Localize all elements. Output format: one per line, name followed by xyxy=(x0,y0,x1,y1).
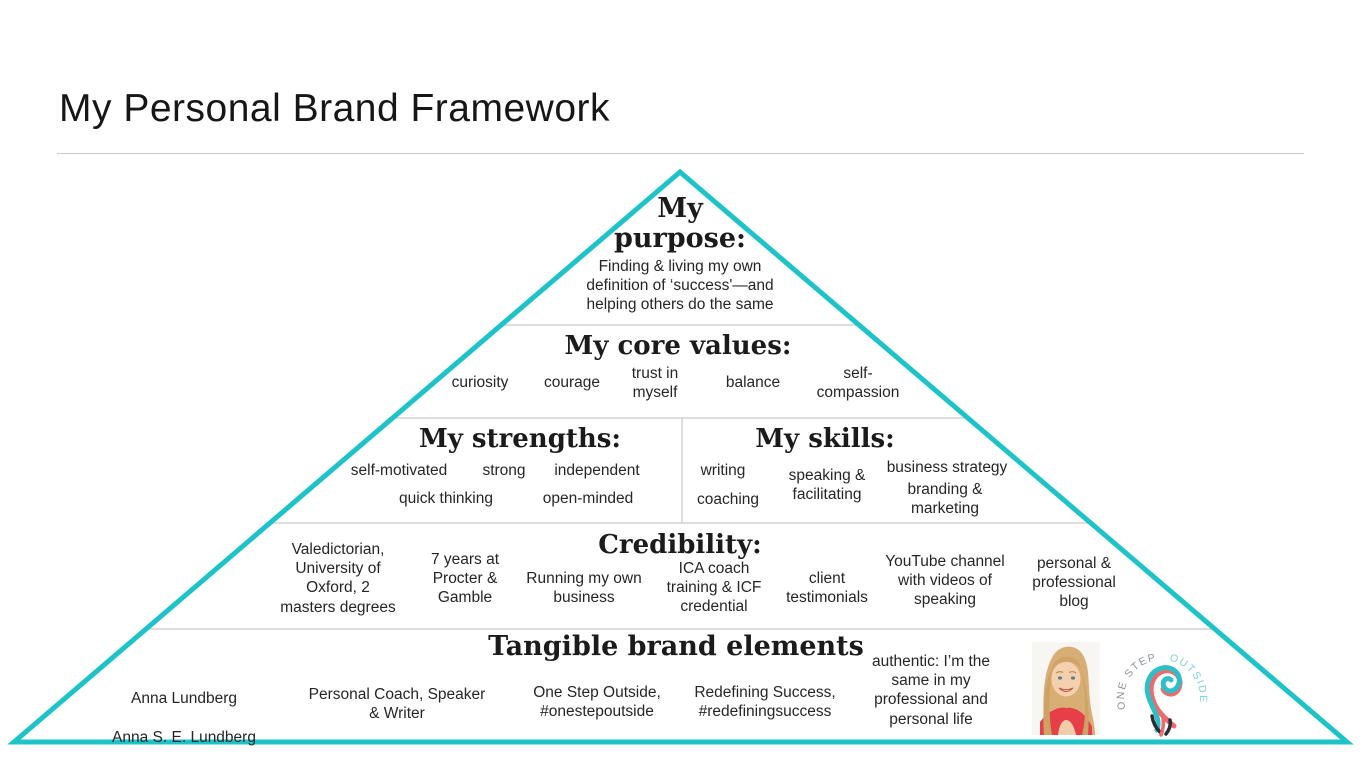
tangible-item: Redefining Success, #redefiningsuccess xyxy=(694,684,836,721)
credibility-item: ICA coach training & ICF credential xyxy=(666,560,762,616)
strength-item: independent xyxy=(554,462,640,479)
credibility-item: YouTube channel with videos of speaking xyxy=(885,553,1005,609)
core-value-item: curiosity xyxy=(451,374,509,391)
credibility-item: Running my own business xyxy=(526,570,642,607)
credibility-item: personal & professional blog xyxy=(1032,555,1116,611)
tangible-item: authentic: I’m the same in my profession… xyxy=(871,653,991,728)
core-value-item: balance xyxy=(725,374,781,391)
skill-item: writing xyxy=(700,462,746,479)
one-step-outside-logo: ONE STEP OUTSIDE xyxy=(1116,640,1208,740)
strengths-heading: My strengths: xyxy=(418,424,622,454)
page-title: My Personal Brand Framework xyxy=(59,87,611,130)
logo-text-bottom: OUTSIDE xyxy=(1168,652,1207,704)
strength-item: quick thinking xyxy=(399,490,493,507)
skills-heading: My skills: xyxy=(755,424,895,454)
core-value-item: courage xyxy=(543,374,601,391)
skill-item: coaching xyxy=(696,491,760,508)
brand-name-line1: Anna Lundberg xyxy=(130,690,238,708)
skill-item: speaking & facilitating xyxy=(788,467,866,504)
credibility-item: client testimonials xyxy=(786,570,868,607)
credibility-heading: Credibility: xyxy=(598,530,762,560)
strength-item: open-minded xyxy=(542,490,634,507)
svg-text:OUTSIDE: OUTSIDE xyxy=(1168,652,1208,704)
profile-photo-image xyxy=(1032,642,1100,735)
brand-name-line2: Anna S. E. Lundberg xyxy=(112,728,256,746)
tangible-heading: Tangible brand elements xyxy=(488,631,864,662)
core-value-item: trust in myself xyxy=(631,365,679,402)
purpose-description: Finding & living my own definition of ‘s… xyxy=(586,258,774,314)
credibility-item: 7 years at Procter & Gamble xyxy=(430,551,500,607)
tier-purpose: My purpose: xyxy=(614,193,746,255)
one-step-outside-logo-image: ONE STEP OUTSIDE xyxy=(1116,651,1208,737)
profile-photo xyxy=(1032,642,1100,735)
tangible-item: One Step Outside, #onestepoutside xyxy=(533,684,661,721)
purpose-heading-line2: purpose: xyxy=(614,223,746,255)
strength-item: strong xyxy=(482,462,526,479)
core-value-item: self- compassion xyxy=(816,365,900,402)
skill-item: branding & marketing xyxy=(907,481,983,518)
logo-swirl-icon xyxy=(1144,665,1183,737)
core-values-heading: My core values: xyxy=(564,331,792,361)
skill-item: business strategy xyxy=(886,459,1008,476)
credibility-item: Valedictorian, University of Oxford, 2 m… xyxy=(280,541,396,616)
tangible-item: Personal Coach, Speaker & Writer xyxy=(308,686,486,723)
purpose-heading-line1: My xyxy=(657,193,703,224)
title-divider xyxy=(57,153,1304,154)
strength-item: self-motivated xyxy=(350,462,448,479)
brand-name: Anna Lundberg Anna S. E. Lundberg xyxy=(112,670,256,766)
